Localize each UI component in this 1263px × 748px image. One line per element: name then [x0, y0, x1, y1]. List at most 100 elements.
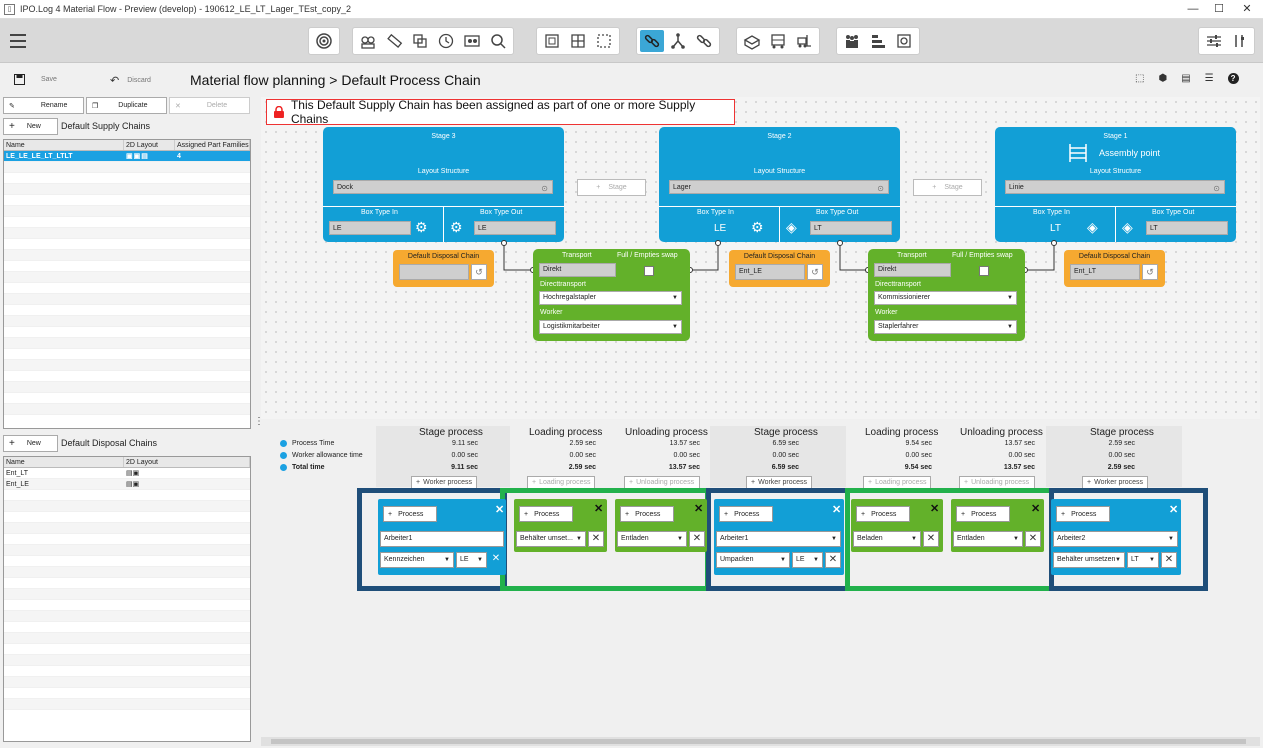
parts-icon[interactable] [356, 30, 380, 52]
sliders-icon[interactable] [1202, 30, 1226, 52]
process-card[interactable]: +Process ✕ Arbeiter1▼ Umpacken▼ LE▼ ✕ [714, 499, 844, 575]
grid-icon[interactable] [566, 30, 590, 52]
box-type-out-field[interactable]: LE [474, 221, 556, 235]
disposal-chain-card[interactable]: Default Disposal Chain ↺ [393, 250, 494, 287]
workers-icon[interactable] [840, 30, 864, 52]
connector-port[interactable] [715, 240, 721, 246]
col-2d-layout[interactable]: 2D Layout [124, 457, 250, 467]
add-process-button[interactable]: +Process [383, 506, 437, 522]
frame-target-icon[interactable] [892, 30, 916, 52]
disposal-field[interactable] [399, 264, 469, 280]
layout-structure-field[interactable]: Dock⊙ [333, 180, 553, 194]
link-chain-icon[interactable] [640, 30, 664, 52]
remove-icon[interactable]: ✕ [1025, 531, 1041, 547]
disposal-chain-card[interactable]: Default Disposal Chain Ent_LT ↺ [1064, 250, 1165, 287]
panel-toggle-icon[interactable] [1228, 30, 1252, 52]
add-process-button[interactable]: +Process [1056, 506, 1110, 522]
connector-port[interactable] [501, 240, 507, 246]
action-select[interactable]: Kennzeichen▼ [380, 552, 454, 568]
close-icon[interactable]: ✕ [1031, 503, 1041, 515]
add-stage-button[interactable]: +Stage [577, 179, 646, 196]
connector-port[interactable] [1051, 240, 1057, 246]
directtransport-select[interactable]: Kommissionierer▼ [874, 291, 1017, 305]
worker-select[interactable]: Arbeiter1 [380, 531, 504, 547]
disposal-chain-card[interactable]: Default Disposal Chain Ent_LE ↺ [729, 250, 830, 287]
action-select[interactable]: Beladen▼ [853, 531, 921, 547]
minimize-button[interactable]: — [1187, 3, 1199, 15]
discard-button[interactable]: ↶ Discard [110, 74, 151, 87]
fit-view-icon[interactable]: ⬚ [1135, 73, 1145, 84]
close-icon[interactable]: ✕ [694, 503, 704, 515]
close-icon[interactable]: ✕ [495, 504, 505, 516]
layout-frame-icon[interactable] [540, 30, 564, 52]
close-icon[interactable]: ✕ [832, 504, 842, 516]
process-card[interactable]: +Process ✕ Entladen▼ ✕ [951, 499, 1044, 552]
remove-icon[interactable]: ✕ [588, 531, 604, 547]
box-type-out-field[interactable]: LT [810, 221, 892, 235]
ruler-icon[interactable] [382, 30, 406, 52]
stage-card-3[interactable]: Stage 3 Layout Structure Dock⊙ Box Type … [323, 127, 564, 242]
connector-port[interactable] [837, 240, 843, 246]
table-row[interactable]: LE_LE_LE_LT_LTLT ▣▣▤ 4 [4, 151, 250, 162]
action-select[interactable]: Behälter umset...▼ [516, 531, 586, 547]
add-process-button[interactable]: +Process [519, 506, 573, 522]
process-card[interactable]: +Process ✕ Behälter umset...▼ ✕ [514, 499, 607, 552]
clock-icon[interactable] [434, 30, 458, 52]
area-select-icon[interactable] [592, 30, 616, 52]
search-zoom-icon[interactable] [486, 30, 510, 52]
save-button[interactable]: Save [14, 74, 57, 85]
reset-icon[interactable]: ↺ [471, 264, 487, 280]
box-type-in-field[interactable]: LE [329, 221, 411, 235]
swap-checkbox[interactable] [644, 266, 654, 276]
worker-select[interactable]: Staplerfahrer▼ [874, 320, 1017, 334]
transport-card[interactable]: Transport Full / Empties swap Direkt Dir… [868, 249, 1025, 341]
remove-icon[interactable]: ✕ [491, 553, 501, 564]
transport-card[interactable]: Transport Full / Empties swap Direkt Dir… [533, 249, 690, 341]
add-process-button[interactable]: +Process [956, 506, 1010, 522]
process-card[interactable]: +Process ✕ Beladen▼ ✕ [851, 499, 943, 552]
list-icon[interactable]: ☰ [1204, 73, 1214, 84]
box-select[interactable]: LE▼ [792, 552, 823, 568]
process-card[interactable]: +Process ✕ Arbeiter2▼ Behälter umsetzen▼… [1051, 499, 1181, 575]
add-process-button[interactable]: +Process [719, 506, 773, 522]
col-name[interactable]: Name [4, 140, 124, 150]
box-icon[interactable] [740, 30, 764, 52]
layout-structure-field[interactable]: Lager⊙ [669, 180, 889, 194]
rename-button[interactable]: ✎Rename [3, 97, 84, 114]
hamburger-menu-icon[interactable] [10, 33, 28, 49]
remove-icon[interactable]: ✕ [1161, 552, 1177, 568]
close-icon[interactable]: ✕ [930, 503, 940, 515]
add-process-button[interactable]: +Process [856, 506, 910, 522]
col-name[interactable]: Name [4, 457, 124, 467]
remove-icon[interactable]: ✕ [825, 552, 841, 568]
new-supply-chain-button[interactable]: +New [3, 118, 58, 135]
horizontal-scrollbar[interactable] [261, 737, 1260, 746]
box-type-out-field[interactable]: LT [1146, 221, 1228, 235]
add-process-button[interactable]: +Process [620, 506, 674, 522]
network-icon[interactable] [666, 30, 690, 52]
splitter-handle[interactable]: ⋮ [254, 416, 264, 427]
scrollbar-thumb[interactable] [271, 739, 1246, 744]
box-select[interactable]: LE▼ [456, 552, 487, 568]
col-2d-layout[interactable]: 2D Layout [124, 140, 175, 150]
chart-icon[interactable]: ▤ [1181, 73, 1191, 84]
stage-card-1[interactable]: Stage 1 Assembly point Layout Structure … [995, 127, 1236, 242]
close-icon[interactable]: ✕ [1169, 504, 1179, 516]
stack-icon[interactable] [408, 30, 432, 52]
box-select[interactable]: LT▼ [1127, 552, 1159, 568]
new-disposal-chain-button[interactable]: +New [3, 435, 58, 452]
stage-card-2[interactable]: Stage 2 Layout Structure Lager⊙ Box Type… [659, 127, 900, 242]
transport-type-field[interactable]: Direkt [539, 263, 616, 277]
disposal-field[interactable]: Ent_LE [735, 264, 805, 280]
help-icon[interactable]: ? [1227, 73, 1239, 84]
worker-select[interactable]: Arbeiter1▼ [716, 531, 841, 547]
directtransport-select[interactable]: Hochregalstapler▼ [539, 291, 682, 305]
disposal-field[interactable]: Ent_LT [1070, 264, 1140, 280]
table-row[interactable]: Ent_LT▤▣ [4, 468, 250, 479]
duplicate-button[interactable]: ❐Duplicate [86, 97, 167, 114]
action-select[interactable]: Entladen▼ [953, 531, 1023, 547]
remove-icon[interactable]: ✕ [689, 531, 705, 547]
delete-button[interactable]: ✕Delete [169, 97, 250, 114]
reset-icon[interactable]: ↺ [807, 264, 823, 280]
spiral-icon[interactable] [312, 30, 336, 52]
